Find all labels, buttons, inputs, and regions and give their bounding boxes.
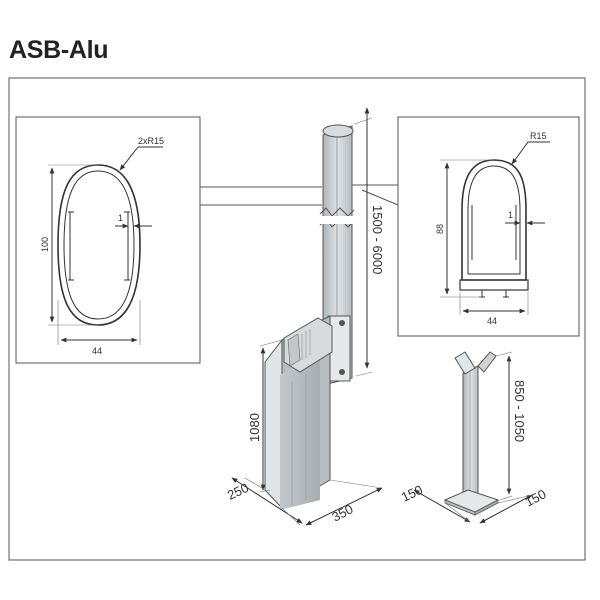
radius-label-right: R15: [530, 131, 547, 141]
thickness-label-left: 1: [118, 213, 123, 223]
boom-length-label: 1500 - 6000: [370, 205, 385, 274]
outer-frame: [8, 77, 586, 561]
width-label: 350: [329, 501, 355, 524]
height-label-right: 88: [435, 224, 445, 234]
height-label-left: 100: [40, 237, 50, 252]
support-height-label: 850 - 1050: [512, 380, 527, 442]
page-title: ASB-Alu: [9, 36, 109, 64]
cabinet-height-label: 1080: [247, 413, 262, 442]
width-label-left: 44: [92, 346, 102, 356]
support-post: [443, 351, 500, 516]
base-label-a: 150: [399, 482, 425, 505]
base-label-b: 150: [522, 486, 548, 509]
width-label-right: 44: [487, 316, 497, 326]
depth-label: 250: [225, 480, 251, 503]
radius-label-left: 2xR15: [138, 136, 164, 146]
profile-detail-right: R15 1 88 44: [350, 116, 580, 337]
barrier-cabinet: [264, 315, 333, 510]
thickness-label-right: 1: [508, 210, 513, 220]
profile-detail-left: 2xR15 1 100 44: [15, 116, 322, 364]
